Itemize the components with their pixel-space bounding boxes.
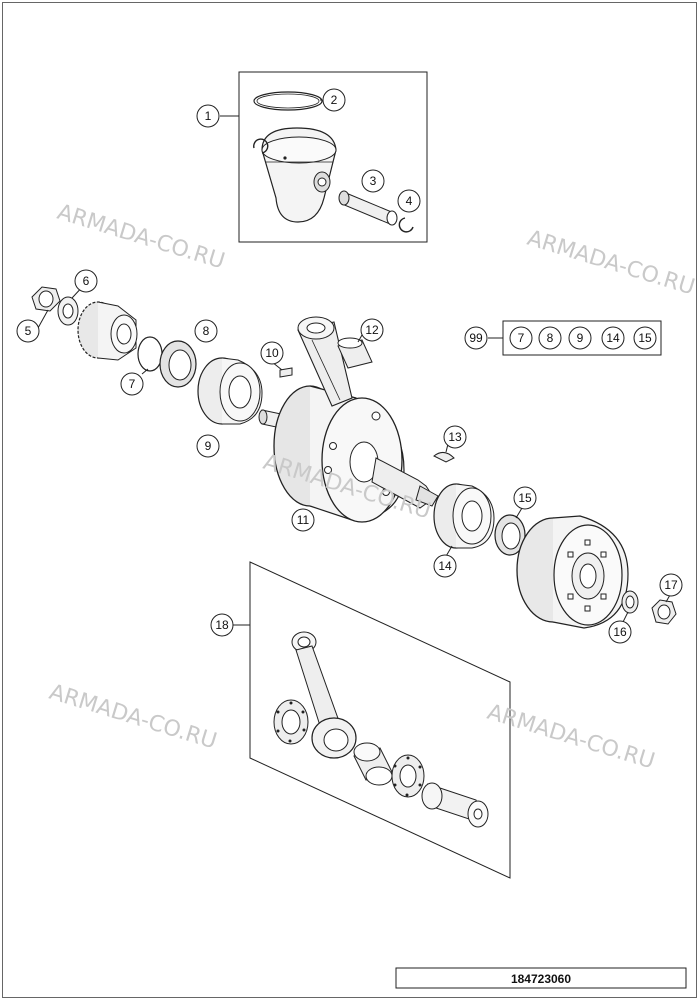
callout-99[interactable]: 99 xyxy=(464,326,488,350)
callout-1[interactable]: 1 xyxy=(196,104,220,128)
woodruff-key xyxy=(433,452,455,463)
svg-text:99: 99 xyxy=(469,331,483,345)
diagram-code: 184723060 xyxy=(511,972,571,986)
piston-pin xyxy=(338,190,398,226)
svg-text:15: 15 xyxy=(638,331,652,345)
svg-text:16: 16 xyxy=(613,625,627,639)
rotor-washer xyxy=(621,590,639,614)
ignition-rotor xyxy=(516,515,629,629)
primary-gear xyxy=(77,301,138,361)
callout-5[interactable]: 5 xyxy=(16,319,40,343)
callout-10[interactable]: 10 xyxy=(260,341,284,365)
callout-4[interactable]: 4 xyxy=(397,189,421,213)
main-bearing-left xyxy=(197,357,263,425)
piston-ring xyxy=(253,91,323,111)
callout-18[interactable]: 18 xyxy=(210,613,234,637)
conrod xyxy=(291,631,357,759)
crank-pin xyxy=(421,782,489,828)
rotor-nut xyxy=(651,599,677,625)
svg-text:17: 17 xyxy=(664,578,678,592)
o-ring xyxy=(137,336,163,372)
shaft-seal xyxy=(159,340,197,388)
svg-text:11: 11 xyxy=(297,513,310,527)
circlip-left xyxy=(253,138,269,154)
callout-14[interactable]: 14 xyxy=(433,554,457,578)
callout-15[interactable]: 15 xyxy=(513,486,537,510)
callout-13[interactable]: 13 xyxy=(443,425,467,449)
callout-12[interactable]: 12 xyxy=(360,318,384,342)
svg-text:6: 6 xyxy=(83,274,90,288)
svg-text:9: 9 xyxy=(205,439,212,453)
diagram-code-box xyxy=(395,967,687,989)
svg-text:3: 3 xyxy=(370,174,377,188)
conrod-kit-box xyxy=(249,561,511,879)
callout-9[interactable]: 9 xyxy=(196,434,220,458)
callout-16[interactable]: 16 xyxy=(608,620,632,644)
svg-text:14: 14 xyxy=(606,331,620,345)
callout-7[interactable]: 7 xyxy=(120,372,144,396)
callout-6[interactable]: 6 xyxy=(74,269,98,293)
thrust-washer-right xyxy=(391,754,425,798)
shaft-seal-right xyxy=(494,514,526,556)
callout-3[interactable]: 3 xyxy=(361,169,385,193)
watermark-2: ARMADA-CO.RU xyxy=(524,226,697,301)
svg-text:8: 8 xyxy=(203,324,210,338)
callout-2[interactable]: 2 xyxy=(322,88,346,112)
kit-box xyxy=(502,320,662,356)
svg-text:18: 18 xyxy=(215,618,229,632)
kit-item-9[interactable]: 9 xyxy=(568,326,592,350)
key-pin xyxy=(279,367,293,378)
kit-item-7[interactable]: 7 xyxy=(509,326,533,350)
svg-text:10: 10 xyxy=(265,346,279,360)
svg-text:2: 2 xyxy=(331,93,338,107)
svg-text:1: 1 xyxy=(205,109,212,123)
svg-text:15: 15 xyxy=(518,491,532,505)
kit-item-14[interactable]: 14 xyxy=(601,326,625,350)
kit-item-8[interactable]: 8 xyxy=(538,326,562,350)
crank-nut xyxy=(31,286,61,312)
svg-text:8: 8 xyxy=(547,331,554,345)
kit-item-15[interactable]: 15 xyxy=(633,326,657,350)
crank-pin-bearing xyxy=(353,742,393,786)
washer xyxy=(57,296,79,326)
watermark-4: ARMADA-CO.RU xyxy=(46,680,219,755)
svg-text:5: 5 xyxy=(25,324,32,338)
svg-text:14: 14 xyxy=(438,559,452,573)
piston xyxy=(261,127,337,223)
callout-8[interactable]: 8 xyxy=(194,319,218,343)
callout-11[interactable]: 11 xyxy=(291,508,315,532)
svg-text:4: 4 xyxy=(406,194,413,208)
svg-text:7: 7 xyxy=(129,377,136,391)
watermark-1: ARMADA-CO.RU xyxy=(54,200,227,275)
crankshaft-assembly xyxy=(258,316,439,523)
svg-text:9: 9 xyxy=(577,331,584,345)
main-bearing-right xyxy=(433,483,495,549)
thrust-washer-left xyxy=(273,699,309,745)
circlip-right xyxy=(398,217,414,233)
svg-text:7: 7 xyxy=(518,331,525,345)
needle-bearing xyxy=(337,337,373,369)
svg-text:13: 13 xyxy=(448,430,462,444)
svg-text:12: 12 xyxy=(365,323,379,337)
callout-17[interactable]: 17 xyxy=(659,573,683,597)
piston-group-box xyxy=(238,71,428,243)
